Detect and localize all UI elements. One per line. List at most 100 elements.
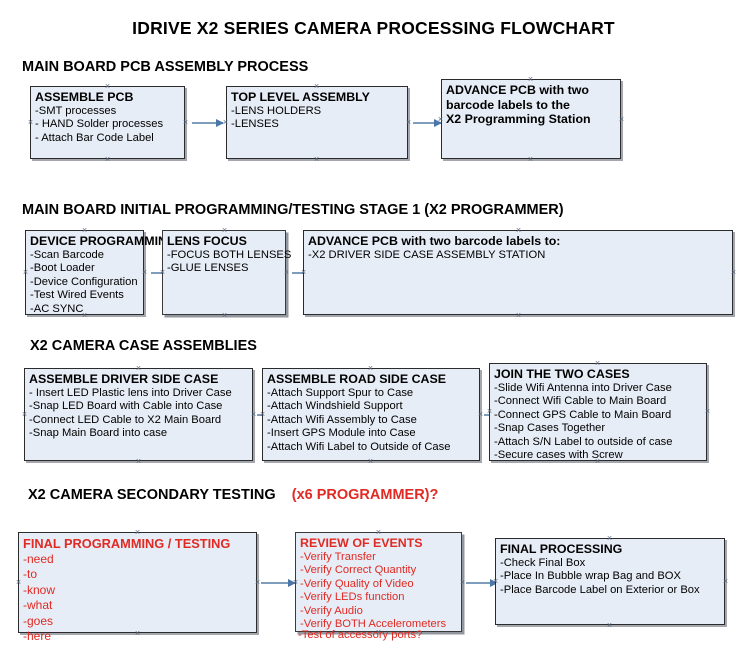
connection-handle-top[interactable] [134,529,141,536]
box-line: -know [23,582,56,597]
connection-handle-bottom[interactable] [221,312,228,319]
connection-handle-top[interactable] [313,83,320,90]
connection-handle-left[interactable] [21,411,28,418]
box-line: -LENS HOLDERS [231,104,322,117]
box-lens-focus[interactable]: LENS FOCUS -FOCUS BOTH LENSES -GLUE LENS… [162,230,291,315]
box-heading: TOP LEVEL ASSEMBLY [231,90,370,104]
connection-handle-right[interactable] [405,119,412,126]
connection-handle-right[interactable] [722,578,729,585]
box-line: -Verify Quality of Video [300,577,414,590]
box-heading: ASSEMBLE DRIVER SIDE CASE [29,372,219,386]
connection-handle-top[interactable] [594,360,601,367]
section-label-text: X2 CAMERA SECONDARY TESTING [28,487,276,503]
box-final-processing[interactable]: FINAL PROCESSING -Check Final Box -Place… [495,538,725,625]
box-heading: FINAL PROGRAMMING / TESTING [23,536,231,551]
box-line: -Verify LEDs function [300,591,405,604]
connection-handle-left[interactable] [22,269,29,276]
box-top-level-assembly[interactable]: TOP LEVEL ASSEMBLY -LENS HOLDERS -LENSES [226,86,408,159]
box-line: -Connect LED Cable to X2 Main Board [29,413,222,426]
connection-handle-right[interactable] [254,579,261,586]
connection-handle-right[interactable] [459,579,466,586]
connection-handle-right[interactable] [283,269,290,276]
connection-handle-bottom[interactable] [594,458,601,465]
box-heading: LENS FOCUS [167,234,247,248]
connection-handle-top[interactable] [375,529,382,536]
box-line: -AC SYNC [30,302,84,315]
box-line: -Attach Support Spur to Case [267,386,414,399]
box-heading: ASSEMBLE PCB [35,90,134,104]
connection-handle-left[interactable] [222,119,229,126]
connection-handle-bottom[interactable] [81,312,88,319]
connection-handle-right[interactable] [182,119,189,126]
connection-handle-left[interactable] [300,269,307,276]
connection-handle-left[interactable] [486,408,493,415]
connection-handle-top[interactable] [527,76,534,83]
connection-handle-left[interactable] [159,269,166,276]
box-heading: JOIN THE TWO CASES [494,367,630,381]
connector-assemble-pcb-to-top-level [192,118,224,127]
connection-handle-bottom[interactable] [104,156,111,163]
box-line: - Insert LED Plastic lens into Driver Ca… [29,386,232,399]
connection-handle-left[interactable] [27,119,34,126]
connection-handle-bottom[interactable] [367,458,374,465]
box-line: -to [23,567,38,581]
page-title: IDRIVE X2 SERIES CAMERA PROCESSING FLOWC… [132,18,615,38]
box-line: -Verify Audio [300,604,363,617]
connection-handle-top[interactable] [135,365,142,372]
box-heading: DEVICE PROGRAMMING [30,234,177,248]
box-line: -Attach Windshield Support [267,400,403,413]
box-heading: ASSEMBLE ROAD SIDE CASE [267,372,446,386]
connection-handle-bottom[interactable] [375,629,382,636]
box-line: -Verify BOTH Accelerometers [300,618,447,631]
box-heading: FINAL PROCESSING [500,542,623,556]
box-review-of-events[interactable]: REVIEW OF EVENTS -Verify Transfer -Verif… [295,532,462,632]
box-line: -Place In Bubble wrap Bag and BOX [500,570,681,583]
box-line: barcode labels to the [446,97,570,112]
box-line: -Connect Wifi Cable to Main Board [494,395,667,408]
box-line: -here [23,629,52,643]
connection-handle-left[interactable] [259,411,266,418]
box-final-programming-testing[interactable]: FINAL PROGRAMMING / TESTING -need -to -k… [18,532,257,643]
connection-handle-bottom[interactable] [135,458,142,465]
connection-handle-top[interactable] [104,83,111,90]
box-join-the-two-cases[interactable]: JOIN THE TWO CASES -Slide Wifi Antenna i… [489,363,707,461]
connection-handle-right[interactable] [730,269,737,276]
connection-handle-left[interactable] [492,578,499,585]
box-line: -Check Final Box [500,556,586,569]
connection-handle-bottom[interactable] [527,156,534,163]
box-device-programming[interactable]: DEVICE PROGRAMMING -Scan Barcode -Boot L… [25,230,177,315]
box-advance-pcb-driver-case-station[interactable]: ADVANCE PCB with two barcode labels to: … [303,230,733,315]
connection-handle-right[interactable] [618,116,625,123]
connection-handle-left[interactable] [15,579,22,586]
connection-handle-right[interactable] [250,411,257,418]
connection-handle-top[interactable] [221,227,228,234]
box-assemble-driver-side-case[interactable]: ASSEMBLE DRIVER SIDE CASE - Insert LED P… [24,368,253,461]
box-assemble-pcb[interactable]: ASSEMBLE PCB -SMT processes - HAND Solde… [30,86,185,159]
connection-handle-right[interactable] [477,411,484,418]
connection-handle-bottom[interactable] [606,622,613,629]
connector-final-programming-to-review [261,578,296,587]
connection-handle-right[interactable] [141,269,148,276]
connection-handle-bottom[interactable] [313,156,320,163]
box-heading: ADVANCE PCB with two barcode labels to: [308,234,561,248]
box-line: -Snap Main Board into case [29,427,168,440]
box-line: -GLUE LENSES [167,262,249,275]
connection-handle-top[interactable] [515,227,522,234]
box-line: -Place Barcode Label on Exterior or Box [500,583,700,596]
connection-handle-top[interactable] [606,535,613,542]
box-line: -Slide Wifi Antenna into Driver Case [494,381,672,394]
connection-handle-top[interactable] [367,365,374,372]
box-line: -Boot Loader [30,262,95,275]
connection-handle-right[interactable] [704,408,711,415]
box-line: -Verify Correct Quantity [300,564,417,577]
box-advance-pcb-programming-station[interactable]: ADVANCE PCB with two barcode labels to t… [441,79,621,159]
connection-handle-left[interactable] [437,116,444,123]
connection-handle-top[interactable] [81,227,88,234]
box-line: -Attach S/N Label to outside of case [494,435,673,448]
connection-handle-bottom[interactable] [134,630,141,637]
box-assemble-road-side-case[interactable]: ASSEMBLE ROAD SIDE CASE -Attach Support … [262,368,480,461]
box-line: -Attach Wifi Label to Outside of Case [267,440,451,453]
connection-handle-left[interactable] [292,579,299,586]
connection-handle-bottom[interactable] [515,312,522,319]
